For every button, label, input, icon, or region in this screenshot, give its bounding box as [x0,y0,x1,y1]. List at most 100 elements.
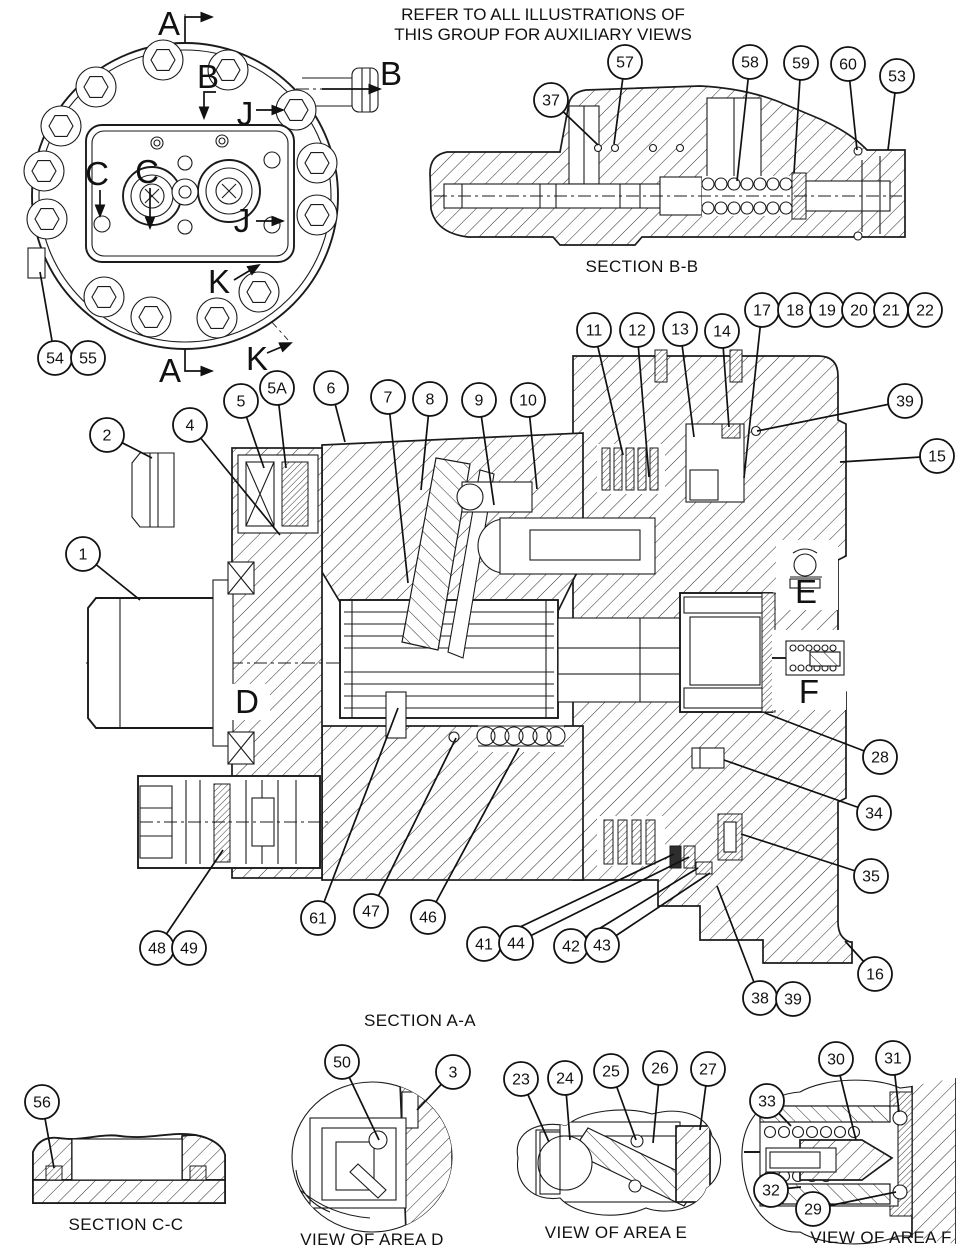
aa-spring-46 [476,725,566,747]
callout-leader-4 [189,424,281,536]
callout-61: 61 [300,707,399,936]
callout-number-30: 30 [827,1052,845,1069]
callout-leader-12 [636,329,650,478]
callout-number-56: 56 [33,1095,51,1112]
callout-8: 8 [412,381,448,491]
callout-balloon-43 [584,927,620,963]
callout-balloon-39 [775,981,811,1017]
callout-9: 9 [461,382,497,506]
callout-37: 37 [533,82,599,146]
callout-number-10: 10 [519,393,537,410]
callout-balloon-8 [412,381,448,417]
aa-spline-shaft [339,599,559,719]
callout-18: 18 [777,292,813,328]
callout-leader-46 [427,747,520,918]
callout-29: 29 [795,1191,897,1227]
bb-spring [701,177,793,215]
callout-leader-39 [756,400,906,432]
section-aa-title: SECTION A-A [364,1011,476,1030]
callout-balloon-32 [753,1172,789,1208]
callout-balloon-4 [172,407,208,443]
callout-24: 24 [547,1060,583,1141]
callout-55: 55 [70,340,106,376]
callout-28: 28 [764,712,898,775]
callout-balloon-58 [732,44,768,80]
callout-leader-44 [515,856,690,944]
section-cc-annotations: 56 [24,1084,60,1169]
callout-59: 59 [783,45,819,174]
callout-balloon-10 [510,382,546,418]
section-bb-title: SECTION B-B [585,257,698,276]
callout-number-5A: 5A [267,381,287,398]
callout-balloon-53 [879,58,915,94]
section-cc-drawing [32,1133,226,1204]
callout-balloon-47 [353,893,389,929]
callout-balloon-39 [887,383,923,419]
flange-tab [27,247,46,279]
letter-C: C [85,155,109,192]
callout-number-50: 50 [333,1055,351,1072]
callout-20: 20 [841,292,877,328]
callout-balloon-7 [370,379,406,415]
aa-swash-plate [401,457,471,651]
callout-leader-48 [156,849,224,949]
callout-21: 21 [873,292,909,328]
callout-26: 26 [642,1050,678,1144]
callout-balloon-25 [593,1053,629,1089]
section-arrow-b-left [198,91,216,121]
letter-A: A [159,352,181,389]
callout-balloon-22 [907,292,943,328]
callout-39: 39 [756,383,923,432]
callout-3: 3 [416,1054,471,1111]
callout-number-59: 59 [792,56,810,73]
header-line1: REFER TO ALL ILLUSTRATIONS OF [401,5,685,24]
bb-housing [429,85,906,246]
callout-number-9: 9 [475,393,484,410]
callout-leader-61 [317,707,399,919]
callout-balloon-37 [533,82,569,118]
e-ball [537,1135,593,1191]
callout-number-8: 8 [426,392,435,409]
callout-number-21: 21 [882,303,900,320]
callout-balloon-31 [875,1040,911,1076]
callout-5A: 5A [259,370,295,469]
letter-A: A [158,5,180,42]
section-cc-title: SECTION C-C [69,1215,184,1234]
callout-number-15: 15 [928,449,946,466]
callout-42: 42 [553,867,699,964]
callout-number-11: 11 [586,323,603,340]
d-item50-pin [368,1130,388,1150]
letter-J: J [237,95,254,132]
callout-number-61: 61 [309,911,327,928]
callout-leader-58 [736,61,751,182]
letter-E: E [795,573,817,610]
callout-number-46: 46 [419,910,437,927]
callout-balloon-28 [862,739,898,775]
callout-leader-7 [387,396,409,584]
callout-number-57: 57 [616,55,634,72]
callout-4: 4 [172,407,281,536]
callout-number-17: 17 [753,303,771,320]
callout-number-23: 23 [512,1072,530,1089]
callout-number-22: 22 [916,303,934,320]
callout-number-28: 28 [871,750,889,767]
callout-38: 38 [716,885,778,1016]
callout-number-60: 60 [839,57,857,74]
callout-leader-35 [740,833,872,877]
aa-hub [557,617,681,703]
header-note: REFER TO ALL ILLUSTRATIONS OF THIS GROUP… [394,5,692,44]
section-arrow-a-bottom [184,350,215,377]
callout-35: 35 [740,833,889,894]
callout-number-5: 5 [237,394,246,411]
callout-number-14: 14 [713,324,731,341]
callout-balloon-27 [690,1051,726,1087]
callout-balloon-2 [89,417,125,453]
callout-54: 54 [37,271,73,376]
callout-number-54: 54 [46,351,64,368]
callout-balloon-57 [607,44,643,80]
view-d-title: VIEW OF AREA D [300,1230,444,1249]
callout-balloon-11 [576,312,612,348]
section-bb-drawing [429,85,906,246]
